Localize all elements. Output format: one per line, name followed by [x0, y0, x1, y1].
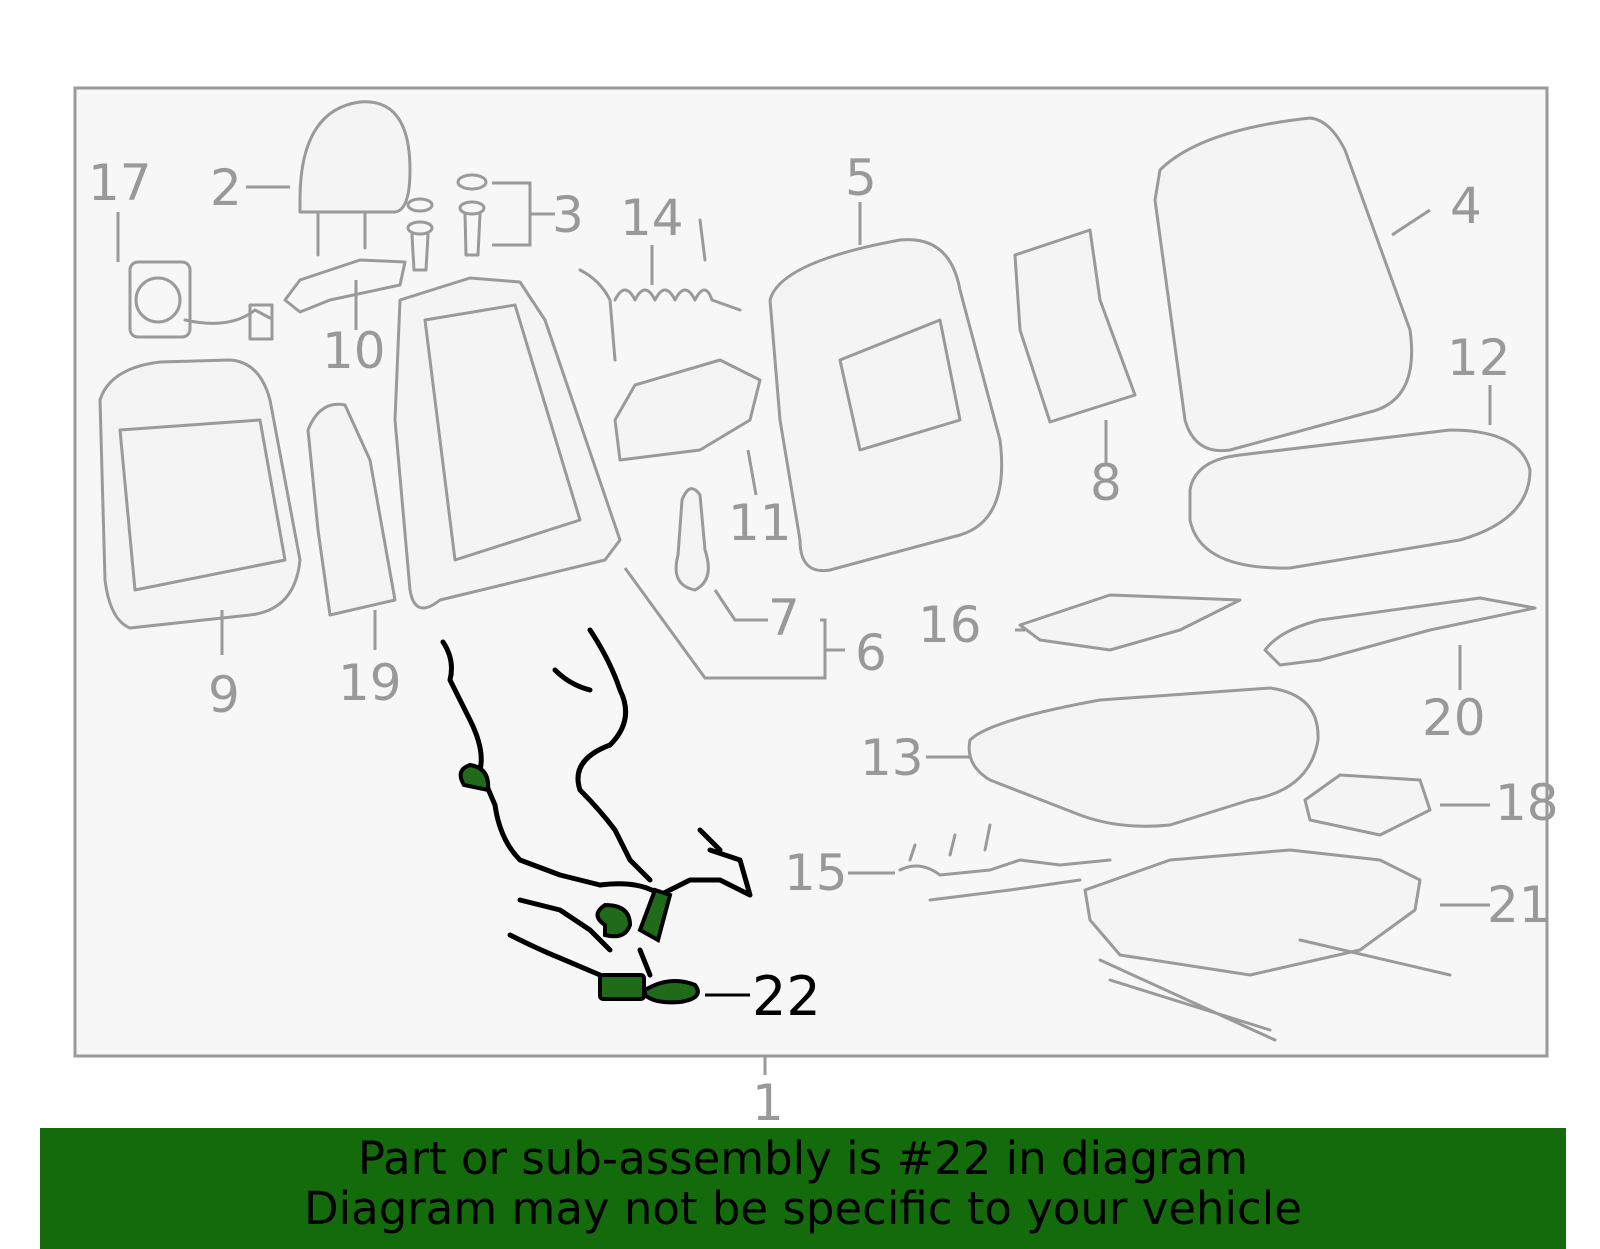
- callout-8: 8: [1090, 454, 1122, 512]
- bushing-part: [406, 173, 488, 272]
- headrest-guide-part: [283, 258, 407, 314]
- seat-back-cover-part: [1153, 116, 1414, 453]
- banner-line-2: Diagram may not be specific to your vehi…: [304, 1182, 1302, 1235]
- leader-lines: [116, 181, 1492, 997]
- callout-14: 14: [620, 189, 684, 247]
- callout-9: 9: [208, 666, 240, 724]
- callout-5: 5: [845, 149, 877, 207]
- cushion-pad-part: [967, 686, 1320, 828]
- callout-2: 2: [210, 159, 242, 217]
- callout-10: 10: [322, 322, 386, 380]
- motor-part: [674, 487, 710, 592]
- seat-back-pad-part: [768, 238, 1004, 573]
- callout-17: 17: [88, 154, 152, 212]
- callout-19: 19: [338, 654, 402, 712]
- callout-3: 3: [552, 186, 584, 244]
- lumbar-motor-part: [128, 260, 274, 341]
- banner-line-1: Part or sub-assembly is #22 in diagram: [357, 1132, 1249, 1185]
- seat-wiring-harness-part: [440, 627, 753, 1005]
- back-insulator-part: [306, 402, 397, 617]
- seat-adjuster-part: [1083, 848, 1422, 977]
- callout-4: 4: [1450, 177, 1482, 235]
- cushion-spring-part: [898, 823, 1112, 902]
- lumbar-support-part: [613, 358, 762, 462]
- cushion-heater-part: [1018, 593, 1242, 652]
- callout-7: 7: [768, 589, 800, 647]
- callout-11: 11: [728, 494, 792, 552]
- callout-13: 13: [860, 729, 924, 787]
- cushion-bracket-part: [1303, 773, 1432, 837]
- lumbar-spring-part: [578, 218, 742, 362]
- callout-20: 20: [1422, 689, 1486, 747]
- callout-12: 12: [1447, 329, 1511, 387]
- info-banner: Part or sub-assembly is #22 in diagram D…: [40, 1128, 1566, 1249]
- back-pad-heater-part: [1013, 228, 1137, 424]
- callout-1: 1: [752, 1074, 784, 1132]
- callout-22: 22: [752, 965, 821, 1028]
- cushion-pan-part: [1263, 596, 1537, 667]
- callout-6: 6: [855, 624, 887, 682]
- cushion-cover-part: [1188, 428, 1532, 570]
- callout-21: 21: [1487, 876, 1551, 934]
- callout-15: 15: [784, 844, 848, 902]
- headrest-part: [298, 100, 412, 257]
- callout-16: 16: [918, 596, 982, 654]
- seat-back-panel-part: [98, 358, 302, 630]
- callout-18: 18: [1495, 774, 1559, 832]
